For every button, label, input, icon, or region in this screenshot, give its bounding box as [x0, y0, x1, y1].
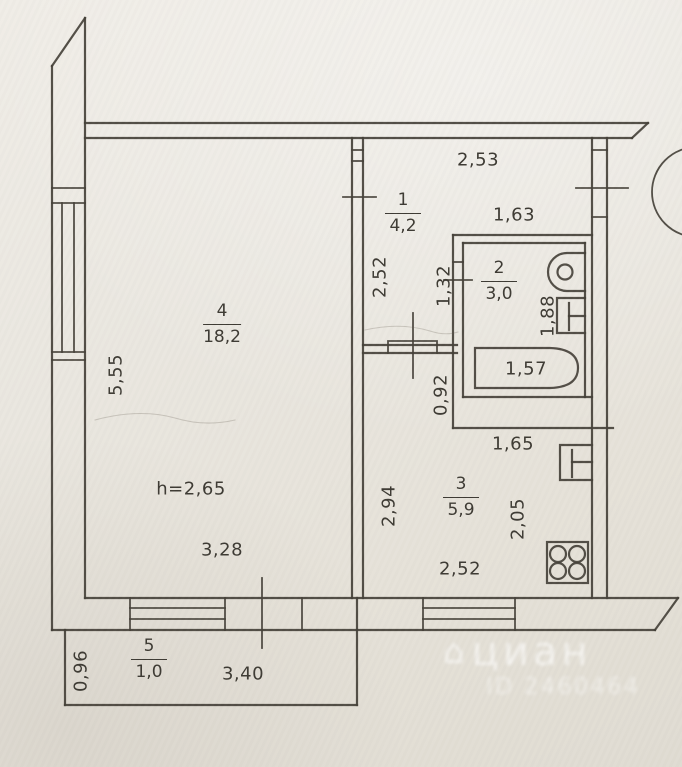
fraction-bar: [481, 281, 517, 282]
room-label-4: 4 18,2: [203, 303, 241, 346]
towel-dryer-icon: [555, 296, 587, 335]
room-area: 5,9: [447, 500, 475, 520]
room-number: 2: [493, 258, 505, 278]
dim-balcony-bottom: 3,40: [221, 663, 265, 685]
dim-kitchen-right: 2,05: [507, 497, 529, 541]
dim-bath-top: 1,63: [492, 204, 536, 226]
dim-kitchen-top: 1,65: [491, 433, 535, 455]
dim-balcony-left: 0,96: [70, 649, 92, 693]
hall-kitchen-partition: [361, 312, 459, 379]
stamp-arc: [651, 148, 682, 236]
room-label-2: 2 3,0: [481, 260, 517, 303]
room-label-3: 3 5,9: [443, 476, 479, 519]
bathtub-icon: [473, 346, 580, 390]
room-number: 3: [455, 474, 467, 494]
right-wall: [575, 136, 629, 600]
left-wall-window-icon: [51, 187, 86, 361]
toilet-icon: [546, 251, 587, 293]
balcony-outline: [63, 596, 359, 707]
room-number: 4: [216, 301, 228, 321]
left-wall: [50, 16, 87, 632]
room-area: 3,0: [485, 284, 513, 304]
room-area: 1,0: [135, 662, 163, 682]
dim-room4-left: 5,55: [105, 353, 127, 397]
kitchen-window-icon: [422, 597, 516, 631]
dim-kitchen-bottom: 2,52: [438, 558, 482, 580]
dim-room1-top: 2,53: [456, 149, 500, 171]
radiator-icon: [558, 443, 594, 482]
top-wall: [83, 121, 650, 140]
ceiling-height-label: h=2,65: [156, 478, 226, 500]
fraction-bar: [131, 659, 167, 660]
paper-cracks: [94, 325, 459, 424]
stove-icon: [545, 540, 590, 585]
dim-hall-mid: 1,32: [433, 264, 455, 308]
room-number: 5: [143, 636, 155, 656]
dim-bathtub: 1,57: [504, 358, 548, 380]
dim-bath-right: 1,88: [537, 294, 559, 338]
room-area: 18,2: [203, 327, 241, 347]
fraction-bar: [385, 213, 421, 214]
dim-kitchen-left: 2,94: [378, 484, 400, 528]
dim-room4-bottom: 3,28: [200, 539, 244, 561]
room-label-1: 1 4,2: [385, 192, 421, 235]
dim-room1-left: 2,52: [369, 255, 391, 299]
fraction-bar: [203, 324, 241, 325]
interior-wall-middle: [342, 136, 377, 600]
bottom-wall: [50, 596, 680, 632]
room4-window-icon: [129, 597, 226, 631]
bathroom-walls: [443, 233, 615, 430]
dim-hall-lower: 0,92: [430, 373, 452, 417]
room-area: 4,2: [389, 216, 417, 236]
room-number: 1: [397, 190, 409, 210]
fraction-bar: [443, 497, 479, 498]
room-label-5: 5 1,0: [131, 638, 167, 681]
